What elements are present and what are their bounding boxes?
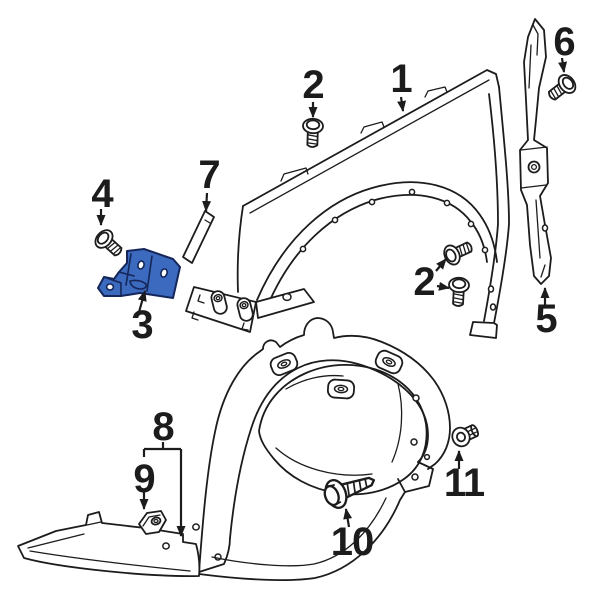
- fender-liner: [192, 317, 451, 581]
- callout-8-bracket: [142, 442, 181, 457]
- callout-4[interactable]: 4: [91, 172, 113, 216]
- callout-1-arrow: [397, 96, 407, 112]
- bolt-part-6: [543, 70, 580, 106]
- callout-3[interactable]: 3: [131, 303, 153, 347]
- callout-5[interactable]: 5: [535, 297, 557, 341]
- fender-brace-part-5: [519, 18, 552, 285]
- nut-part-11: [451, 424, 479, 448]
- callout-11[interactable]: 11: [443, 461, 485, 505]
- callout-10-arrow: [343, 508, 353, 528]
- callout-6[interactable]: 6: [553, 20, 575, 64]
- callout-7-arrow: [202, 192, 212, 212]
- callout-9[interactable]: 9: [133, 457, 155, 501]
- callout-1[interactable]: 1: [390, 57, 412, 101]
- callout-8[interactable]: 8: [152, 405, 174, 449]
- liner-extension-part-8: [17, 511, 201, 577]
- bolt-part-2-middle-upper: [440, 236, 477, 269]
- callout-2-middle[interactable]: 2: [413, 260, 435, 304]
- callout-7[interactable]: 7: [198, 153, 220, 197]
- fender-bracket-part-3-highlighted[interactable]: [97, 248, 181, 299]
- protector-strip-part-7: [182, 210, 215, 264]
- callout-arrows: [96, 57, 568, 537]
- callout-2-middle-arrow-a: [435, 258, 447, 272]
- callout-6-arrow: [558, 57, 568, 73]
- callout-3-arrow: [137, 290, 147, 313]
- callout-10[interactable]: 10: [330, 520, 374, 564]
- retainer-clip-part-9: [138, 510, 167, 535]
- screw-part-10: [323, 476, 376, 510]
- bolt-part-4: [91, 225, 128, 262]
- callout-2-top[interactable]: 2: [302, 63, 324, 107]
- bolt-part-2-top: [301, 117, 325, 149]
- bolt-part-2-middle-lower: [447, 276, 471, 308]
- front-fender-part-1: [185, 69, 510, 339]
- callout-2-middle-arrow-b: [436, 281, 450, 291]
